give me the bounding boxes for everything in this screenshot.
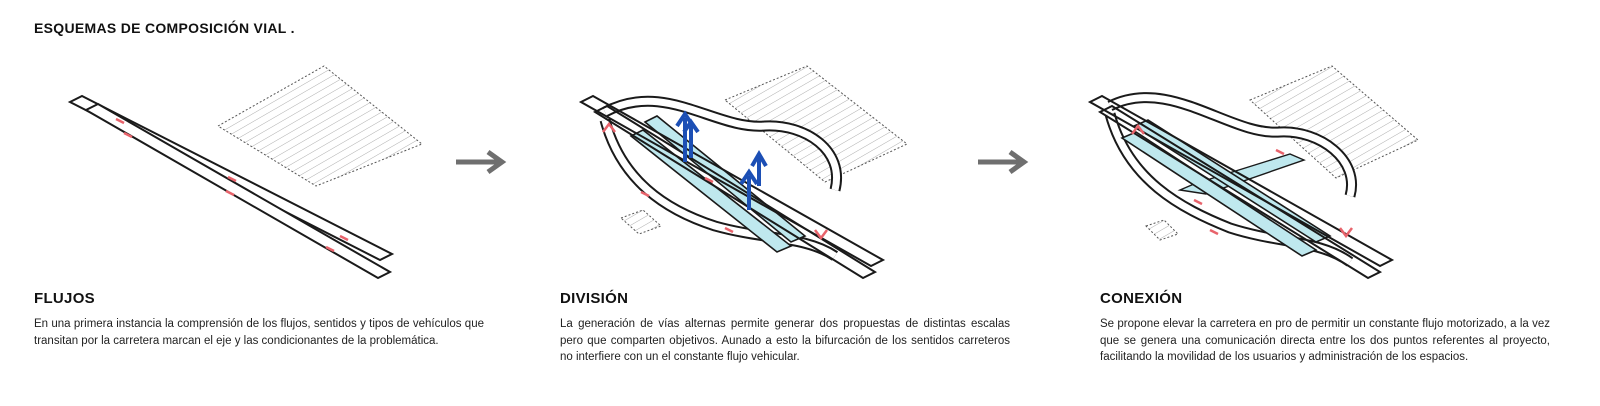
road-lane-lower <box>83 102 393 280</box>
flow-marks <box>602 121 828 241</box>
diagram-division <box>578 65 908 280</box>
small-parcel <box>620 209 662 235</box>
site-parcel-hatched <box>217 65 423 187</box>
flow-marks <box>115 117 349 253</box>
road-lane-lower <box>592 104 878 280</box>
road-lane-lower <box>1097 104 1383 280</box>
elevated-lane-b <box>1120 131 1318 257</box>
upward-arrow-icon <box>675 110 768 210</box>
flow-marks <box>1131 123 1353 239</box>
page-title: ESQUEMAS DE COMPOSICIÓN VIAL . <box>34 20 295 36</box>
small-parcel <box>1145 219 1179 241</box>
elevated-lane-b <box>629 129 793 253</box>
section-heading-division: DIVISIÓN <box>560 290 629 307</box>
section-text-division: La generación de vías alternas permite g… <box>560 318 1010 363</box>
process-arrow-icon <box>978 149 1029 175</box>
road-lane-upper <box>578 94 886 268</box>
section-heading-flujos: FLUJOS <box>34 290 95 307</box>
process-arrow-icon <box>456 149 507 175</box>
site-parcel-hatched <box>1249 65 1419 179</box>
section-heading-conexion: CONEXIÓN <box>1100 290 1183 307</box>
site-parcel-hatched <box>724 65 908 183</box>
section-text-conexion: Se propone elevar la carretera en pro de… <box>1100 318 1550 363</box>
diagram-conexion <box>1087 65 1419 280</box>
section-text-flujos: En una primera instancia la comprensión … <box>34 318 484 347</box>
diagram-flujos <box>67 65 423 280</box>
